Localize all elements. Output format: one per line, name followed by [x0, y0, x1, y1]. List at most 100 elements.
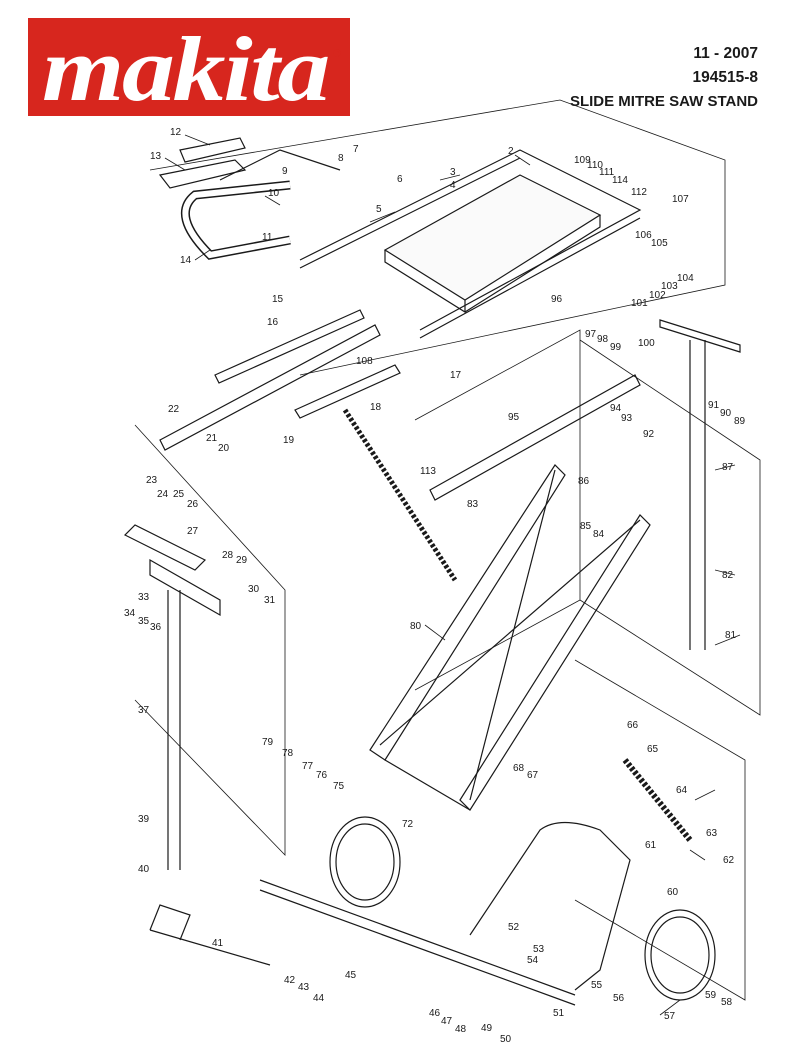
tube-95 — [429, 374, 641, 501]
callout-53: 53 — [533, 944, 545, 955]
callout-23: 23 — [146, 475, 158, 486]
callout-103: 103 — [661, 281, 678, 292]
group-frame-top — [149, 99, 726, 376]
callout-110: 110 — [587, 160, 603, 171]
document-title: SLIDE MITRE SAW STAND — [569, 93, 758, 110]
callout-96: 96 — [551, 294, 563, 305]
callout-92: 92 — [643, 429, 655, 440]
callout-27: 27 — [187, 526, 199, 537]
callout-37: 37 — [138, 705, 150, 716]
callout-56: 56 — [613, 993, 625, 1004]
spring-64 — [622, 758, 693, 842]
spring-strut — [342, 408, 458, 582]
callout-22: 22 — [168, 404, 180, 415]
callout-98: 98 — [597, 334, 609, 345]
callout-97: 97 — [585, 329, 597, 340]
callout-77: 77 — [302, 761, 314, 772]
registered-mark: ® — [333, 48, 342, 60]
callout-55: 55 — [591, 980, 603, 991]
callout-45: 45 — [345, 970, 357, 981]
callout-7: 7 — [353, 144, 359, 155]
support-post-82 — [689, 340, 706, 650]
callout-29: 29 — [236, 555, 248, 566]
callout-94: 94 — [610, 403, 622, 414]
callout-14: 14 — [180, 255, 192, 266]
top-table-plate — [383, 174, 602, 301]
callout-66: 66 — [627, 720, 639, 731]
logo-wordmark: makita — [42, 18, 330, 116]
callout-21: 21 — [206, 433, 218, 444]
callout-101: 101 — [631, 298, 648, 309]
callout-20: 20 — [218, 443, 230, 454]
group-frame-right — [579, 339, 761, 716]
callout-84: 84 — [593, 529, 605, 540]
callout-109: 109 — [574, 155, 591, 166]
callout-15: 15 — [272, 294, 284, 305]
callout-108: 108 — [356, 356, 373, 367]
callout-17: 17 — [450, 370, 462, 381]
callout-78: 78 — [282, 748, 294, 759]
callout-65: 65 — [647, 744, 659, 755]
support-bar-101 — [659, 319, 741, 353]
callout-labels: 12 13 10 9 8 7 6 5 3 4 2 11 14 15 16 17 … — [124, 127, 746, 1045]
callout-86: 86 — [578, 476, 590, 487]
callout-42: 42 — [284, 975, 296, 986]
wheel-left — [329, 816, 401, 908]
roller-bracket-33 — [149, 558, 221, 617]
callout-79: 79 — [262, 737, 274, 748]
callout-43: 43 — [298, 982, 310, 993]
callout-9: 9 — [282, 166, 288, 177]
callout-46: 46 — [429, 1008, 441, 1019]
callout-11: 11 — [262, 232, 273, 243]
callout-16: 16 — [267, 317, 279, 328]
callout-59: 59 — [705, 990, 717, 1001]
callout-5: 5 — [376, 204, 382, 215]
leg-frame-80 — [369, 464, 566, 761]
callout-54: 54 — [527, 955, 539, 966]
group-frame-left — [134, 424, 286, 856]
callout-60: 60 — [667, 887, 679, 898]
callout-87: 87 — [722, 462, 734, 473]
callout-4: 4 — [450, 180, 456, 191]
callout-113: 113 — [420, 466, 436, 477]
callout-leaders — [164, 134, 741, 1016]
callout-26: 26 — [187, 499, 199, 510]
callout-63: 63 — [706, 828, 718, 839]
callout-105: 105 — [651, 238, 668, 249]
callout-41: 41 — [212, 938, 224, 949]
callout-30: 30 — [248, 584, 260, 595]
tube-22 — [159, 324, 381, 451]
callout-25: 25 — [173, 489, 185, 500]
plate-13 — [158, 159, 247, 189]
document-date: 11 - 2007 — [693, 45, 758, 62]
callout-48: 48 — [455, 1024, 467, 1035]
callout-10: 10 — [268, 188, 280, 199]
callout-28: 28 — [222, 550, 234, 561]
callout-47: 47 — [441, 1016, 453, 1027]
drawing-linework — [123, 99, 761, 1006]
callout-52: 52 — [508, 922, 520, 933]
group-frame-wheel — [574, 659, 746, 1001]
tube-9x — [214, 309, 365, 384]
callout-2: 2 — [508, 146, 514, 157]
callout-102: 102 — [649, 290, 666, 301]
callout-91: 91 — [708, 400, 720, 411]
callout-35: 35 — [138, 616, 150, 627]
callout-62: 62 — [723, 855, 735, 866]
callout-72: 72 — [402, 819, 414, 830]
callout-31: 31 — [264, 595, 276, 606]
callout-67: 67 — [527, 770, 539, 781]
callout-80: 80 — [410, 621, 422, 632]
callout-34: 34 — [124, 608, 136, 619]
callout-85: 85 — [580, 521, 592, 532]
callout-12: 12 — [170, 127, 182, 138]
callout-75: 75 — [333, 781, 345, 792]
callout-6: 6 — [397, 174, 403, 185]
plate-12 — [179, 137, 246, 163]
foot-41 — [149, 904, 271, 966]
support-post-37 — [167, 590, 181, 870]
callout-40: 40 — [138, 864, 150, 875]
part-number: 194515-8 — [692, 69, 758, 86]
callout-13: 13 — [150, 151, 162, 162]
